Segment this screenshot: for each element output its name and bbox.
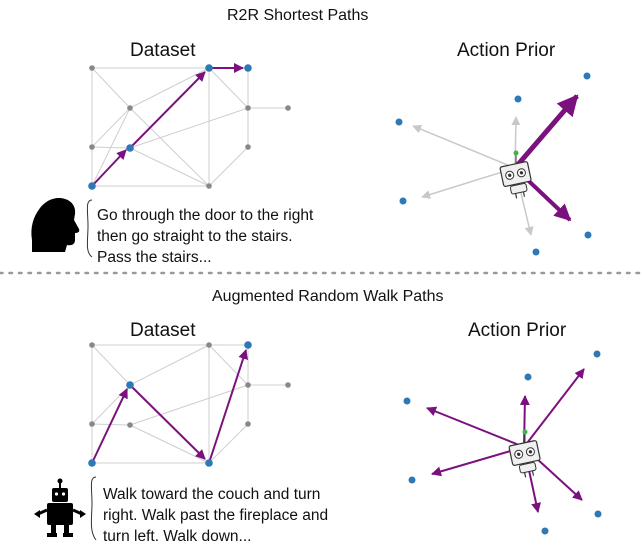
viewpoint-dot [541,527,549,535]
path-node [126,381,134,389]
viewpoint-dot [594,510,602,518]
candidate-viewpoints [403,350,602,535]
path-node [88,459,96,467]
instruction-line: Go through the door to the right [97,207,314,224]
instruction-line: Walk toward the couch and turn [103,486,321,503]
graph-nodes [88,341,291,467]
viewpoint-dot [583,72,591,80]
path-node [244,341,252,349]
human-head-silhouette-icon [31,198,80,252]
graph-nodes [88,64,291,190]
instruction-line: then go straight to the stairs. [97,228,293,245]
graph-node [89,144,95,150]
speech-brace-bottom [90,476,97,540]
path-node [205,459,213,467]
viewpoint-dot [524,373,532,381]
graph-node [89,421,95,427]
graph-node [206,183,212,189]
path-node [205,64,213,72]
graph-node [127,422,133,428]
action-prior-label-top: Action Prior [457,40,556,61]
viewpoint-dot [408,476,416,484]
section-title-bottom: Augmented Random Walk Paths [212,288,444,305]
graph-edges [91,344,288,464]
viewpoint-dot [399,197,407,205]
top-action-prior [395,72,592,256]
action-prior-label-bottom: Action Prior [468,320,567,341]
graph-node [245,144,251,150]
bottom-dataset-graph [88,341,291,467]
graph-node [89,342,95,348]
viewpoint-dot [584,231,592,239]
top-dataset-graph [88,63,291,190]
path-node [126,144,134,152]
viewpoint-dot [395,118,403,126]
section-title-top: R2R Shortest Paths [227,7,369,24]
path-node [244,64,252,72]
graph-edges [91,67,288,187]
agent-robot-icon [499,150,532,199]
viewpoint-dot [514,95,522,103]
graph-node [89,65,95,71]
viewpoint-dot [593,350,601,358]
instruction-text-bottom: Walk toward the couch and turn right. Wa… [103,484,328,547]
purple-prior-arrows [513,94,579,222]
dataset-label-bottom: Dataset [130,320,196,341]
instruction-line: turn left. Walk down... [103,528,252,545]
instruction-line: right. Walk past the fireplace and [103,507,329,524]
graph-node [285,105,291,111]
robot-silhouette-icon [34,478,86,537]
agent-robot-icon [508,429,541,478]
graph-node [127,105,133,111]
gray-prior-arrows [412,116,534,236]
dataset-label-top: Dataset [130,40,196,61]
path-node [88,182,96,190]
viewpoint-dot [532,248,540,256]
graph-node [245,421,251,427]
speech-brace-top [86,199,93,258]
instruction-line: Pass the stairs... [97,249,212,266]
graph-node [285,382,291,388]
graph-node [245,382,251,388]
purple-prior-arrows [426,368,585,513]
viewpoint-dot [403,397,411,405]
graph-node [206,342,212,348]
graph-node [245,105,251,111]
random-walk-path [91,349,248,464]
shortest-path [91,63,244,187]
instruction-text-top: Go through the door to the right then go… [97,205,313,268]
bottom-action-prior [403,350,602,535]
candidate-viewpoints [395,72,592,256]
